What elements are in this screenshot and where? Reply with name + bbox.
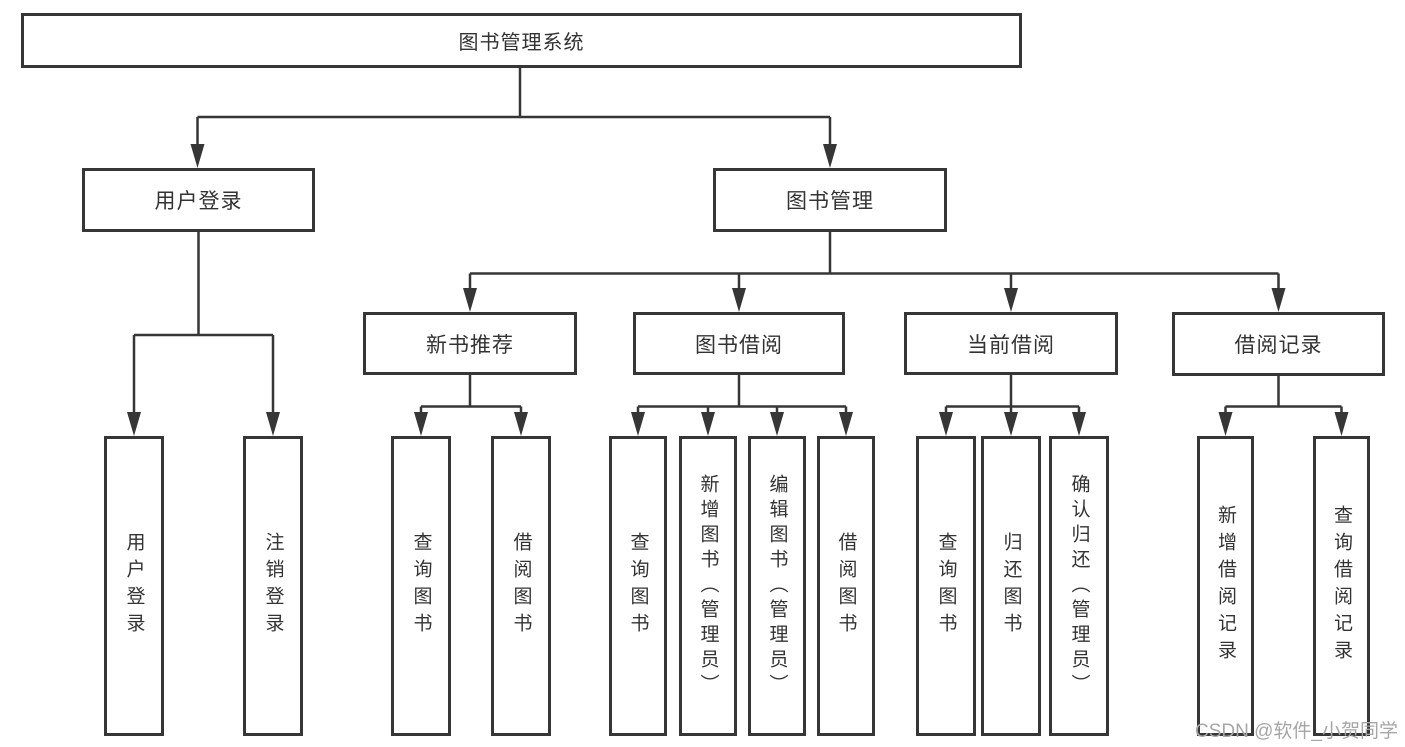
connector-paths bbox=[132, 67, 1343, 420]
node-label: 查询图书 bbox=[410, 532, 432, 640]
node-label: 用户登录 bbox=[123, 532, 145, 640]
arrowheads bbox=[127, 144, 1349, 436]
node-label: 借阅图书 bbox=[510, 532, 532, 640]
node-label: 借阅记录 bbox=[1234, 334, 1323, 357]
leaf-rec-query-book: 查询图书 bbox=[391, 436, 451, 736]
node-label: 编辑图书（管理员） bbox=[766, 473, 788, 699]
leaf-rec-borrow-book: 借阅图书 bbox=[491, 436, 551, 736]
leaf-cb-confirm-return-admin: 确认归还（管理员） bbox=[1049, 436, 1109, 736]
node-label: 新书推荐 bbox=[426, 333, 514, 357]
leaf-bb-borrow-book: 借阅图书 bbox=[817, 436, 875, 736]
node-label: 确认归还（管理员） bbox=[1068, 473, 1090, 699]
leaf-cb-return-book: 归还图书 bbox=[981, 436, 1041, 736]
node-label: 图书借阅 bbox=[695, 333, 783, 357]
leaf-logout: 注销登录 bbox=[243, 436, 303, 736]
node-root-library-system: 图书管理系统 bbox=[21, 13, 1022, 68]
node-label: 新增借阅记录 bbox=[1215, 505, 1236, 667]
node-label: 当前借阅 bbox=[967, 333, 1055, 357]
leaf-cb-query-book: 查询图书 bbox=[916, 436, 976, 736]
leaf-user-login: 用户登录 bbox=[104, 436, 164, 736]
node-label: 查询图书 bbox=[935, 532, 957, 640]
node-label: 用户登录 bbox=[154, 190, 243, 213]
node-label: 图书管理 bbox=[786, 190, 874, 213]
csdn-watermark: CSDN @软件_小贺同学 bbox=[1195, 721, 1398, 742]
node-borrowing-records: 借阅记录 bbox=[1172, 312, 1385, 376]
node-new-book-recommendation: 新书推荐 bbox=[363, 312, 577, 375]
leaf-br-query-record: 查询借阅记录 bbox=[1313, 436, 1370, 736]
leaf-bb-query-book: 查询图书 bbox=[609, 436, 667, 736]
leaf-bb-edit-book-admin: 编辑图书（管理员） bbox=[748, 436, 806, 736]
node-label: 查询借阅记录 bbox=[1331, 505, 1352, 667]
node-label: 借阅图书 bbox=[835, 532, 857, 640]
node-label: 图书管理系统 bbox=[458, 32, 585, 54]
node-user-login: 用户登录 bbox=[82, 168, 315, 232]
node-book-management: 图书管理 bbox=[713, 168, 947, 232]
leaf-bb-add-book-admin: 新增图书（管理员） bbox=[679, 436, 737, 736]
node-book-borrowing: 图书借阅 bbox=[633, 312, 845, 375]
node-label: 注销登录 bbox=[262, 532, 284, 640]
node-label: 查询图书 bbox=[627, 532, 649, 640]
node-label: 新增图书（管理员） bbox=[697, 473, 719, 699]
node-current-borrowing: 当前借阅 bbox=[904, 312, 1118, 375]
leaf-br-add-record: 新增借阅记录 bbox=[1197, 436, 1254, 736]
node-label: 归还图书 bbox=[1000, 532, 1022, 640]
